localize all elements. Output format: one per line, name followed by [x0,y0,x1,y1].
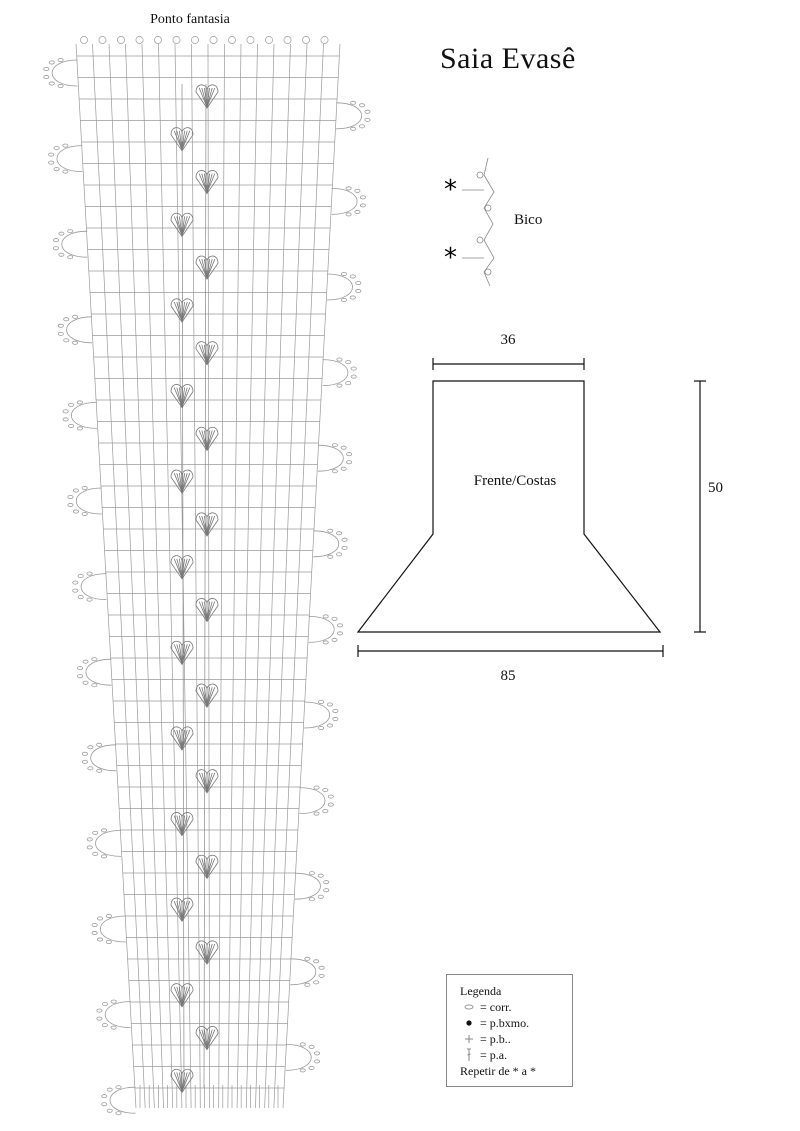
dimension-bottom: 85 [500,668,516,684]
tall-stitch-icon [460,1048,478,1062]
legend-box: Legenda =corr. =p.bxmo. =p.b.. =p.a. Rep… [446,974,573,1087]
dot-icon [460,1019,478,1027]
page-title: Saia Evasê [440,42,576,75]
legend-item-double: =p.a. [460,1047,572,1063]
chain-oval-icon [460,1004,478,1010]
legend-item-single: =p.b.. [460,1031,572,1047]
legend-title: Legenda [460,984,502,998]
repeat-marker-bottom: * [444,243,457,273]
panel-label: Frente/Costas [473,473,557,489]
edging-label: Bico [514,212,543,228]
legend-item-chain: =corr. [460,999,572,1015]
panel-outline [356,380,662,633]
repeat-marker-top: * [444,175,457,205]
chart-title: Ponto fantasia [150,12,230,27]
cross-icon [460,1034,478,1044]
legend-item-slip: =p.bxmo. [460,1015,572,1031]
dimension-top: 36 [500,332,516,348]
legend-repeat-note: Repetir de * a * [460,1064,536,1078]
dimension-right: 50 [708,480,723,496]
